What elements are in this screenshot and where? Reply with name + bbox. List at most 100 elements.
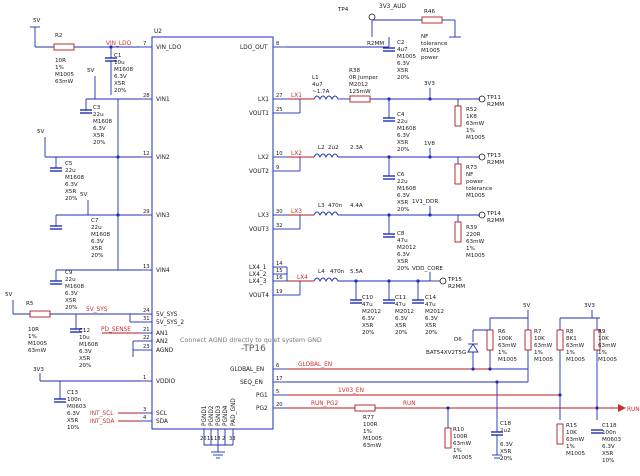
ground-symbol [211,451,225,459]
label-parts-l1-2: ~1.7A [312,89,330,95]
label-parts-r73-3: tolerance [466,186,493,192]
label-parts-c6-5: 20% [397,207,409,213]
label-parts-l4-2: 5.5A [350,269,363,275]
label-parts-r77-3: M1005 [363,436,383,442]
label-parts-c3-1: 22u [93,112,104,118]
rail-5v-4: 5V [80,192,88,198]
label-parts-r38-3: 125mW [349,89,371,95]
label-parts-r9-0: R9 [598,329,606,335]
diode-d6 [467,330,479,369]
label-parts-c118-3: 6.3V [602,444,615,450]
label-ic-right_pins-0-num: 8 [276,41,279,47]
label-ic-bottom_pins-4-name: PAD_GND [231,398,237,426]
label-parts-l2-0: L2 [318,145,325,151]
label-parts-r2-3: M1005 [55,72,75,78]
label-ic-bottom_pins-3-name: PGND4 [223,405,229,426]
label-parts-c5-5: 20% [65,196,77,202]
label-parts-c1-2: M1608 [114,67,134,73]
label-parts-r15-2: 63mW [566,437,585,443]
net-5v-sys: 5V_SYS [86,307,108,313]
label-ic-right_pins-7-num: 14 [276,261,283,267]
label-parts-l3-0: L3 [318,203,325,209]
label-ic-bottom_pins-1-name: PGND2 [209,405,215,426]
label-parts-l1-0: L1 [312,75,319,81]
net-3v3-aud: 3V3_AUD [379,4,406,10]
label-parts-r8-1: 8K1 [566,336,577,342]
net-1v1-ddr: 1V1_DDR [412,199,438,205]
label-parts-c11-0: C11 [395,295,406,301]
label-parts-r2-0: R2 [55,33,62,39]
net-run: RUN [403,401,416,407]
label-parts-l3-2: 4.4A [350,203,363,209]
label-parts-c1-0: C1 [114,53,122,59]
label-ic-right_pins-6-num: 32 [276,223,283,229]
net-1v03-en: 1V03_EN [338,388,364,394]
pin-vin4: VIN4 [156,268,170,274]
ic-ref: U2 [154,29,162,35]
net-lx2: LX2 [291,151,302,157]
label-parts-c14-2: M2012 [425,309,444,315]
label-ic-right_pins-5-num: 30 [276,209,283,215]
label-ic-left_pins-0-num: 7 [143,41,146,47]
rail-3v3-1: 3V3 [424,81,435,87]
label-ic-right_pins-1-num: 27 [276,93,283,99]
pin-lx4-3: LX4_3 [249,279,267,285]
label-parts-r52-2: 63mW [466,121,485,127]
inductor-l4 [313,277,339,283]
resistor-r39 [454,221,462,243]
label-parts-r73-0: R73 [466,165,477,171]
label-ic-bottom_pins-0-name: PGND1 [202,405,208,426]
resistor-r73 [454,163,462,185]
label-ic-left_pins-10-num: 1 [143,375,146,381]
label-parts-r6-2: 63mW [498,343,517,349]
label-parts-c6-4: X5R [397,200,408,206]
label-parts-c10-1: 47u [362,302,373,308]
label-parts-c5-3: 6.3V [65,182,78,188]
ground-stubs [492,454,502,459]
label-parts-m1005: M1005 [421,48,441,54]
resistor-r15 [556,423,564,445]
label-parts-c14-0: C14 [425,295,436,301]
label-parts-c7-2: M1608 [91,232,111,238]
label-parts-c11-4: X5R [395,323,406,329]
label-parts-c12-0: C12 [79,328,90,334]
label-parts-r2-4: 63mW [55,79,74,85]
ic-bottom-pins: PGND1 PGND2 PGND3 PGND4 PAD_GND 26 11 18… [200,398,237,459]
inductor-l2 [313,153,339,159]
label-parts-r2mm_1: R2MM [367,41,384,47]
label-parts-c12-1: 10u [79,335,90,341]
label-parts-c11-3: 6.3V [395,316,408,322]
rail-5v-2: 5V [87,68,95,74]
label-parts-c13-1: 100n [67,397,82,403]
label-parts-c4-1: 22u [397,119,408,125]
label-parts-r73-1: NF [466,172,473,178]
label-parts-r73-4: M1005 [466,193,486,199]
label-parts-c10-2: M2012 [362,309,381,315]
label-parts-r2-1: 10R [55,58,66,64]
label-parts-c118-2: M0603 [602,437,622,443]
label-parts-r2mm_3: R2MM [487,160,504,166]
label-parts-r73-2: power [466,179,484,185]
label-parts-c12-5: 20% [79,363,91,369]
label-parts-d6-1: BAT54XV2T5G [426,350,466,356]
label-parts-c118-4: X5R [602,451,613,457]
resistor-r52 [454,105,462,127]
label-parts-c6-2: M1608 [397,186,417,192]
label-parts-c12-3: 6.3V [79,349,92,355]
label-parts-c13-5: 10% [67,425,79,431]
label-parts-r5-2: 1% [28,334,37,340]
net-int-scl: INT_SCL [90,411,114,417]
pin-seq-en: SEQ_EN [240,380,263,386]
label-parts-c2-5: 20% [397,75,409,81]
label-parts-r2mm_5: R2MM [448,284,465,290]
label-parts-tp15: TP15 [447,277,462,283]
label-parts-c13-0: C13 [67,390,78,396]
label-ic-right_pins-11-num: 6 [276,363,279,369]
label-parts-c8-5: 20% [397,266,409,272]
label-parts-r5-1: 10R [28,327,39,333]
label-parts-c4-0: C4 [397,112,405,118]
label-ic-left_pins-4-num: 13 [143,264,150,270]
label-ic-left_pins-3-num: 29 [143,209,150,215]
label-parts-r15-4: M1005 [566,451,586,457]
